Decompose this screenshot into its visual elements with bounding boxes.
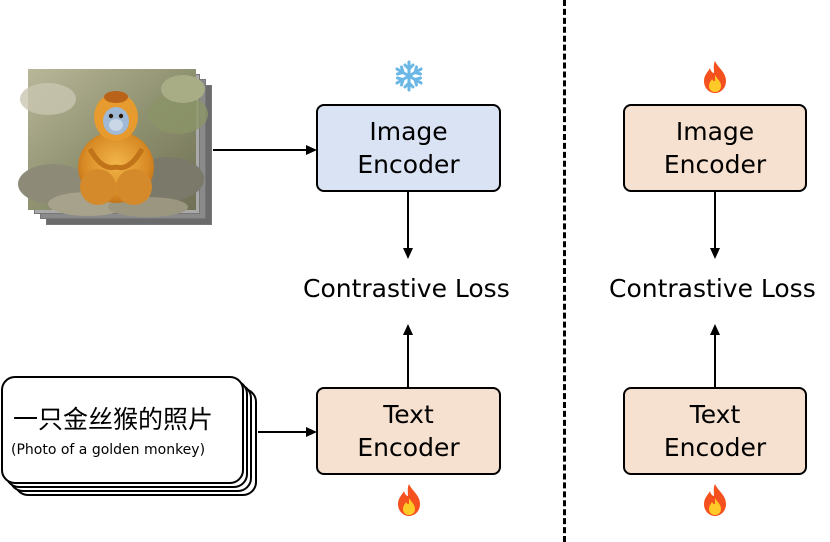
snowflake-icon: [395, 60, 423, 92]
left-text-encoder: Text Encoder: [316, 387, 501, 475]
left-text-encoder-line1: Text: [383, 400, 434, 429]
left-contrastive-loss-label: Contrastive Loss: [303, 274, 510, 303]
right-image-encoder-line1: Image: [675, 117, 755, 146]
right-contrastive-loss-label: Contrastive Loss: [609, 274, 816, 303]
text-input-caption-chinese: 一只金丝猴的照片: [13, 405, 214, 434]
right-text-encoder: Text Encoder: [623, 387, 807, 475]
right-text-encoder-line2: Encoder: [663, 433, 767, 462]
right-image-encoder: Image Encoder: [623, 104, 807, 192]
golden-monkey-photo: [18, 69, 208, 217]
right-text-encoder-line1: Text: [689, 400, 741, 429]
fire-icon: [704, 484, 726, 516]
left-image-encoder-line2: Encoder: [357, 150, 460, 179]
left-image-encoder-line1: Image: [369, 117, 448, 146]
right-image-encoder-line2: Encoder: [663, 150, 767, 179]
left-image-encoder: Image Encoder: [316, 104, 501, 192]
left-text-encoder-line2: Encoder: [357, 433, 460, 462]
text-input-caption-english: (Photo of a golden monkey): [11, 442, 206, 458]
fire-icon: [398, 484, 420, 516]
panel-divider: [563, 0, 566, 542]
text-card-front: 一只金丝猴的照片 (Photo of a golden monkey): [1, 376, 244, 484]
fire-icon: [704, 61, 726, 93]
